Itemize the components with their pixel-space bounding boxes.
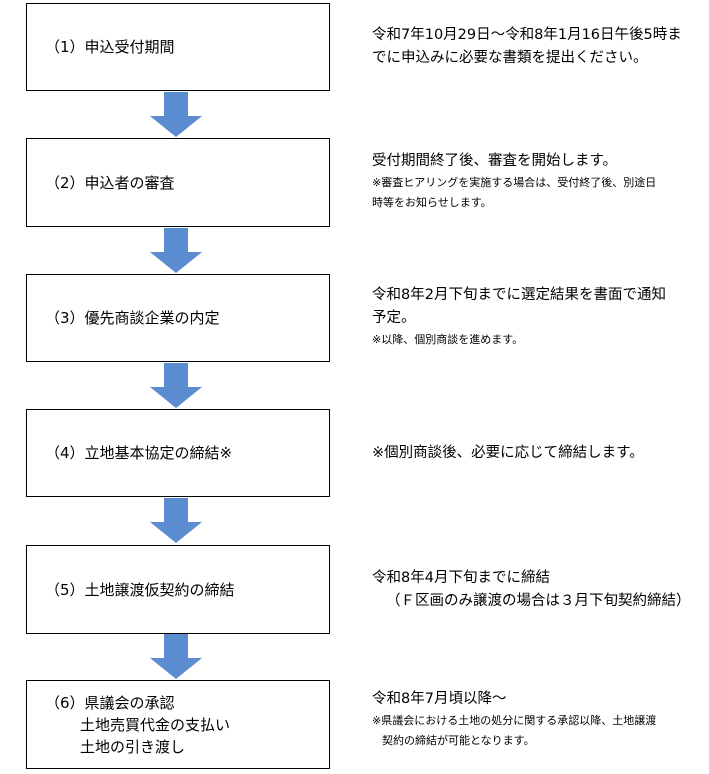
- step-2-desc-line-1: 受付期間終了後、審査を開始します。: [372, 153, 618, 169]
- step-6-desc-line-1: 令和8年7月頃以降～: [372, 691, 507, 707]
- step-1-desc-line-2: でに申込みに必要な書類を提出ください。: [372, 50, 648, 66]
- step-4-desc-line-1: ※個別商談後、必要に応じて締結します。: [372, 445, 644, 461]
- step-6-description: 令和8年7月頃以降～ ※県議会における土地の処分に関する承認以降、土地譲渡 契約…: [372, 688, 706, 751]
- down-arrow-4: [150, 498, 202, 543]
- step-1-description: 令和7年10月29日～令和8年1月16日午後5時ま でに申込みに必要な書類を提出…: [372, 24, 706, 70]
- step-6-note-line-1: ※県議会における土地の処分に関する承認以降、土地譲渡: [372, 714, 657, 727]
- step-2-label: （2）申込者の審査: [45, 173, 175, 192]
- step-5-desc-line-2: （Ｆ区画のみ譲渡の場合は３月下旬契約締結）: [386, 593, 691, 609]
- step-5-label: （5）土地譲渡仮契約の締結: [45, 580, 235, 599]
- step-6-note-line-2: 契約の締結が可能となります。: [382, 734, 535, 747]
- step-6-label-line-3: 土地の引き渡し: [80, 737, 186, 756]
- step-6-label-line-2: 土地売買代金の支払い: [80, 715, 231, 734]
- step-3-desc-line-1: 令和8年2月下旬までに選定結果を書面で通知: [372, 287, 666, 303]
- step-3-description: 令和8年2月下旬までに選定結果を書面で通知 予定。 ※以降、個別商談を進めます。: [372, 284, 706, 350]
- step-5-desc-line-1: 令和8年4月下旬までに締結: [372, 570, 550, 586]
- step-2-note-line-1: ※審査ヒアリングを実施する場合は、受付終了後、別途日: [372, 176, 657, 189]
- step-4-label: （4）立地基本協定の締結※: [45, 444, 233, 462]
- step-2-note-line-2: 時等をお知らせします。: [372, 196, 492, 209]
- step-4-description: ※個別商談後、必要に応じて締結します。: [372, 442, 706, 465]
- step-4-box: （4）立地基本協定の締結※: [26, 409, 330, 497]
- step-1-desc-line-1: 令和7年10月29日～令和8年1月16日午後5時ま: [372, 27, 682, 43]
- step-3-desc-line-2: 予定。: [372, 310, 416, 326]
- step-1-box: （1）申込受付期間: [26, 3, 330, 91]
- step-2-description: 受付期間終了後、審査を開始します。 ※審査ヒアリングを実施する場合は、受付終了後…: [372, 150, 706, 213]
- step-6-box: （6）県議会の承認 土地売買代金の支払い 土地の引き渡し: [26, 680, 330, 769]
- step-5-box: （5）土地譲渡仮契約の締結: [26, 545, 330, 634]
- down-arrow-5: [150, 634, 202, 679]
- step-3-note-line-1: ※以降、個別商談を進めます。: [372, 333, 524, 346]
- step-3-box: （3）優先商談企業の内定: [26, 274, 330, 362]
- down-arrow-2: [150, 228, 202, 273]
- down-arrow-3: [150, 363, 202, 408]
- step-3-label: （3）優先商談企業の内定: [45, 309, 220, 327]
- step-2-box: （2）申込者の審査: [26, 138, 330, 227]
- step-1-label: （1）申込受付期間: [45, 38, 175, 56]
- step-5-description: 令和8年4月下旬までに締結 （Ｆ区画のみ譲渡の場合は３月下旬契約締結）: [372, 567, 706, 613]
- step-6-label-line-1: （6）県議会の承認: [45, 693, 175, 712]
- down-arrow-1: [150, 92, 202, 137]
